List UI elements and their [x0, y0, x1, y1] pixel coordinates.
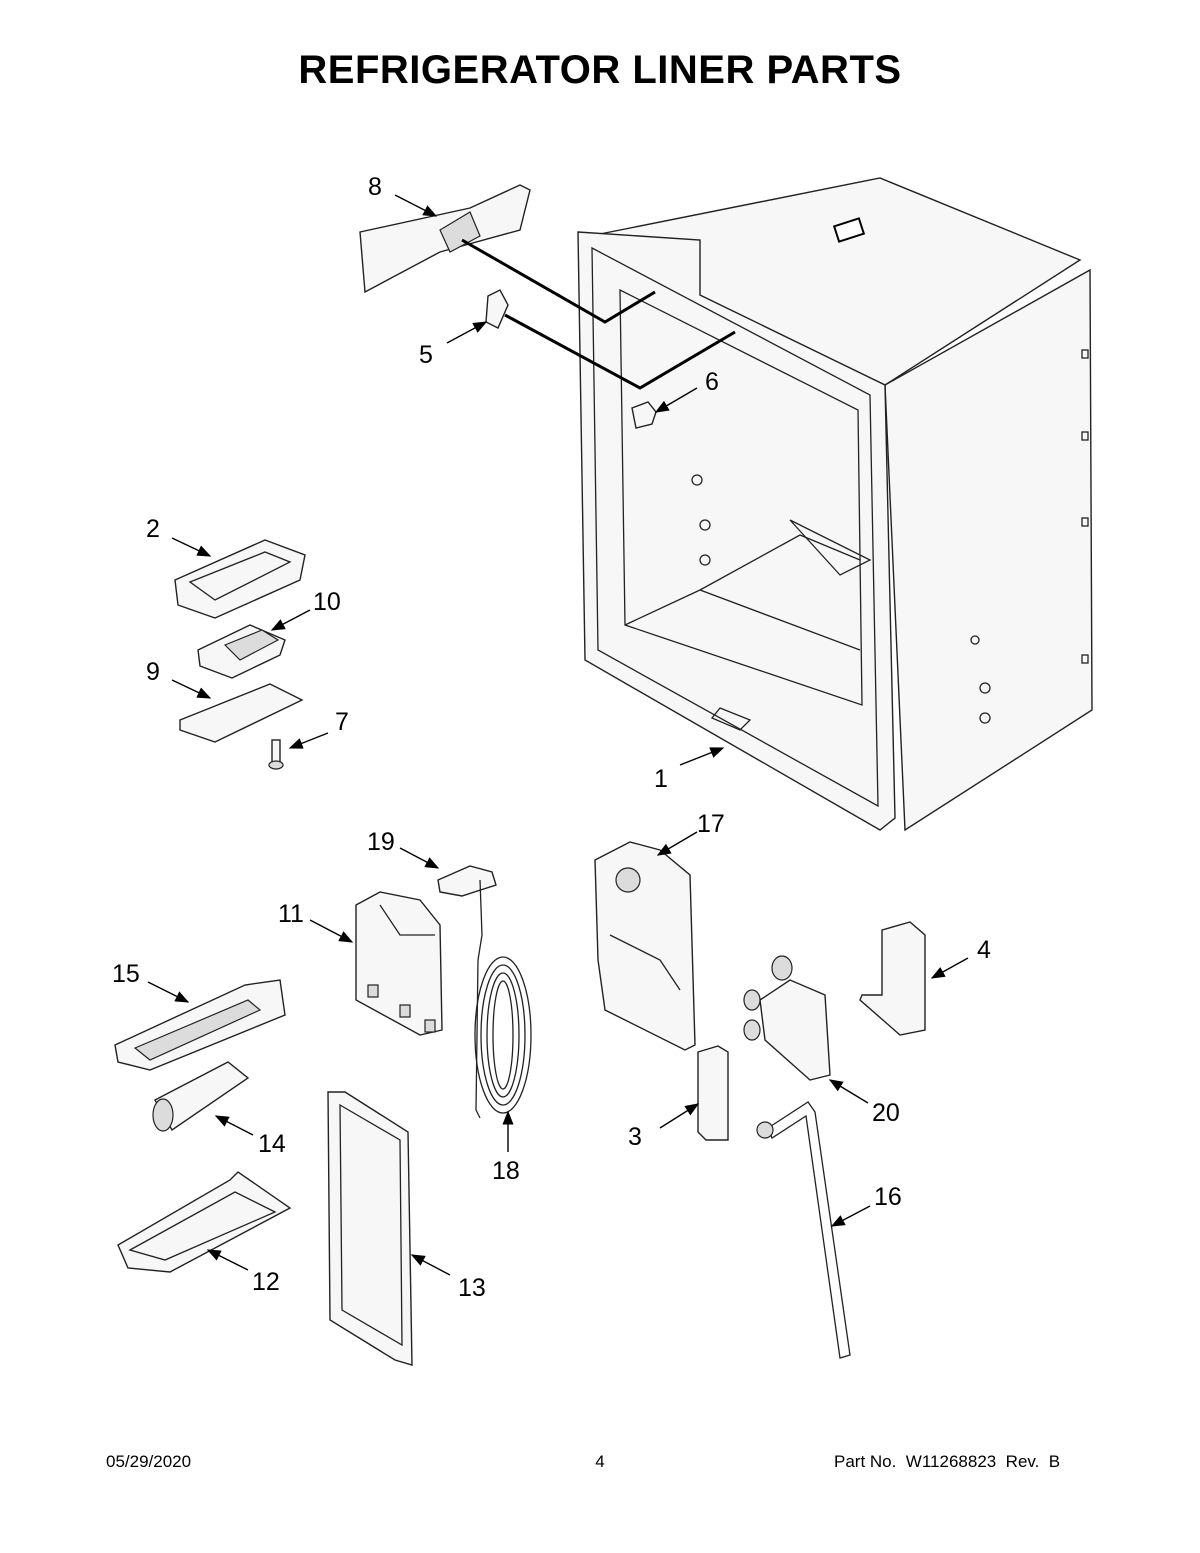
callout-14: 14 [258, 1130, 286, 1158]
callout-4: 4 [977, 936, 991, 964]
part-9-cover [179, 683, 304, 743]
callout-12: 12 [252, 1268, 280, 1296]
part-2-bracket [174, 539, 306, 619]
callout-9: 9 [146, 658, 160, 686]
footer-part-number: Part No. W11268823 Rev. B [834, 1452, 1061, 1471]
callout-arrows [147, 194, 969, 1276]
callout-13: 13 [458, 1274, 486, 1302]
callout-7: 7 [335, 708, 349, 736]
callout-5: 5 [419, 341, 433, 369]
part-5-clip [485, 289, 509, 329]
callout-15: 15 [112, 960, 140, 988]
part-17-dispenser-housing [594, 841, 696, 1051]
callout-19: 19 [367, 828, 395, 856]
callout-2: 2 [146, 515, 160, 543]
part-7-screw [268, 739, 284, 770]
part-4-bracket [859, 921, 926, 1036]
part-14-filter [152, 1061, 250, 1132]
part-13-panel [327, 1091, 413, 1366]
part-15-tray [114, 979, 286, 1071]
callout-6: 6 [705, 368, 719, 396]
part-10-module [197, 624, 286, 679]
footer-page-number: 4 [595, 1452, 605, 1471]
callout-8: 8 [368, 173, 382, 201]
part-20-water-valve [743, 955, 831, 1081]
part-18-heater-coil [474, 956, 532, 1119]
callout-20: 20 [872, 1099, 900, 1127]
part-11-housing [355, 891, 443, 1036]
callout-18: 18 [492, 1157, 520, 1185]
callout-10: 10 [313, 588, 341, 616]
callout-11: 11 [278, 900, 304, 928]
part-3-guide [697, 1045, 729, 1141]
part-8-shroud [359, 184, 531, 294]
callout-3: 3 [628, 1123, 642, 1151]
callout-labels: 8 5 6 2 10 9 7 1 19 17 11 4 15 14 20 18 … [112, 173, 991, 1302]
callout-17: 17 [697, 810, 725, 838]
callout-1: 1 [654, 765, 668, 793]
part-19-sensor [437, 865, 497, 961]
part-16-water-tube [756, 1101, 851, 1359]
part-1-liner [577, 177, 1093, 832]
callout-16: 16 [874, 1183, 902, 1211]
footer-date: 05/29/2020 [106, 1452, 192, 1471]
part-12-drip-tray [117, 1171, 292, 1273]
page-title: REFRIGERATOR LINER PARTS [298, 48, 902, 92]
part-6-connector [631, 401, 657, 429]
